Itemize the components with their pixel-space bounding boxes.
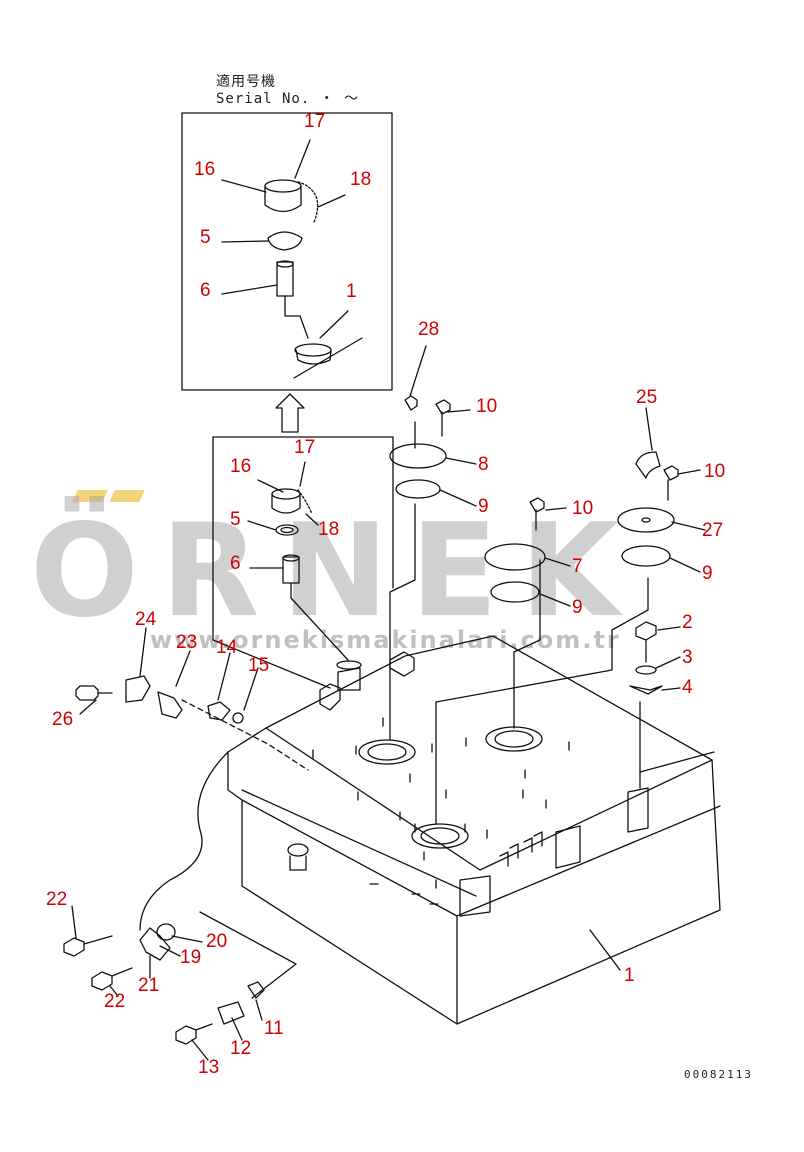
watermark-brand: ÖRNEK (30, 497, 642, 646)
callout-1: 1 (346, 281, 357, 302)
callout-18: 18 (350, 169, 372, 190)
serial-header: 適用号機 Serial No. ・ 〜 (216, 74, 359, 108)
document-number: 00082113 (684, 1068, 753, 1081)
callout-2: 2 (682, 612, 693, 633)
serial-header-japanese: 適用号機 (216, 74, 276, 90)
callout-6: 6 (200, 280, 211, 301)
callout-5: 5 (200, 227, 211, 248)
callout-16: 16 (230, 456, 252, 477)
callout-17: 17 (304, 111, 326, 132)
callout-15: 15 (248, 655, 270, 676)
callout-1: 1 (624, 965, 635, 986)
callout-14: 14 (216, 637, 238, 658)
callout-3: 3 (682, 647, 693, 668)
callout-10: 10 (572, 498, 594, 519)
callout-7: 7 (572, 556, 583, 577)
callout-22: 22 (104, 991, 126, 1012)
callout-10: 10 (476, 396, 498, 417)
callout-16: 16 (194, 159, 216, 180)
callout-28: 28 (418, 319, 440, 340)
callout-17: 17 (294, 437, 316, 458)
callout-9: 9 (478, 496, 489, 517)
callout-9: 9 (572, 597, 583, 618)
callout-22: 22 (46, 889, 68, 910)
callout-18: 18 (318, 519, 340, 540)
callout-23: 23 (176, 632, 198, 653)
callout-4: 4 (682, 677, 693, 698)
callout-5: 5 (230, 509, 241, 530)
callout-19: 19 (180, 947, 202, 968)
callout-20: 20 (206, 931, 228, 952)
callout-27: 27 (702, 520, 724, 541)
callout-25: 25 (636, 387, 658, 408)
callout-11: 11 (264, 1018, 284, 1039)
serial-header-label: Serial No. ・ 〜 (216, 91, 360, 107)
detail-box-top (181, 112, 393, 391)
callout-13: 13 (198, 1057, 220, 1078)
callout-9: 9 (702, 563, 713, 584)
callout-21: 21 (138, 975, 160, 996)
callout-26: 26 (52, 709, 74, 730)
callout-10: 10 (704, 461, 726, 482)
callout-8: 8 (478, 454, 489, 475)
callout-12: 12 (230, 1038, 252, 1059)
callout-24: 24 (135, 609, 157, 630)
callout-6: 6 (230, 553, 241, 574)
